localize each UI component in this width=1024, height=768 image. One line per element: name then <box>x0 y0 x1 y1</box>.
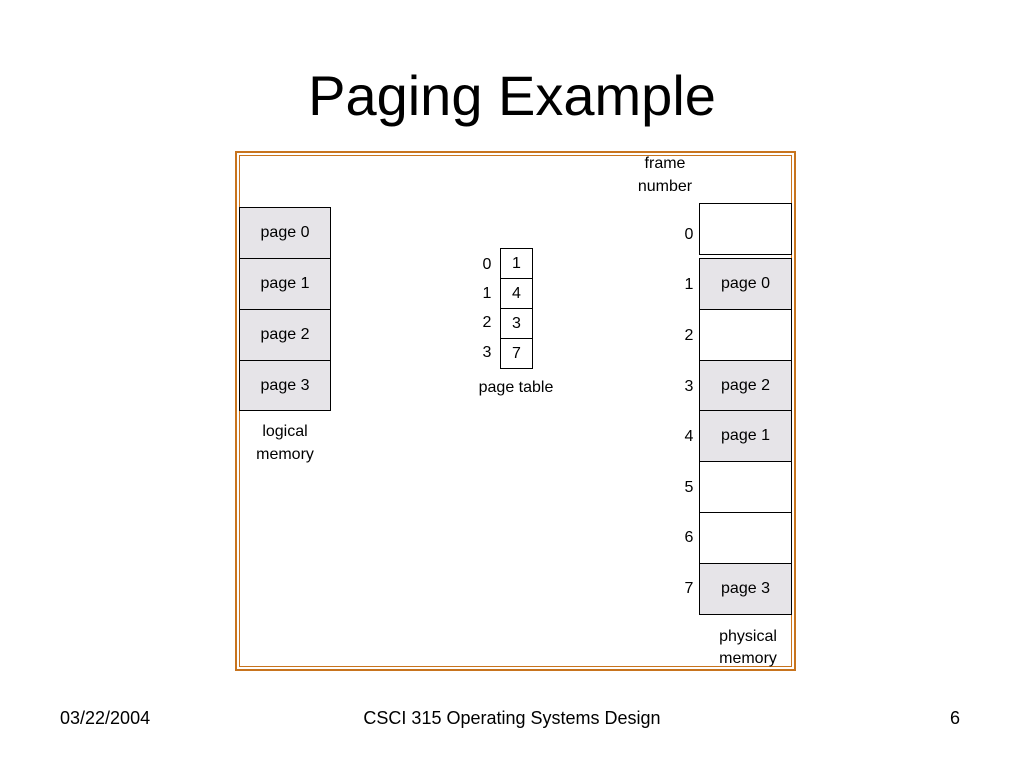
physical-frame-4: page 1 <box>699 410 792 462</box>
logical-page-3: page 3 <box>239 360 331 411</box>
frame-number-6: 6 <box>684 529 694 546</box>
physical-frame-2 <box>699 309 792 361</box>
logical-page-0: page 0 <box>239 207 331 259</box>
frame-number-5: 5 <box>684 479 694 496</box>
page-table-index-2: 2 <box>482 314 492 331</box>
frame-number-header-line2: number <box>637 178 693 195</box>
footer-page-number: 6 <box>949 708 960 728</box>
footer-date: 03/22/2004 <box>60 708 151 728</box>
page-table-index-1: 1 <box>482 285 492 302</box>
frame-number-header-line1: frame <box>644 155 686 172</box>
slide-title: Paging Example <box>308 64 716 127</box>
physical-frame-5 <box>699 461 792 513</box>
physical-frame-1: page 0 <box>699 258 792 310</box>
page-table-frame-3: 7 <box>500 338 533 369</box>
page-table-frame-2: 3 <box>500 308 533 339</box>
footer-course: CSCI 315 Operating Systems Design <box>363 708 661 728</box>
logical-memory-label-line1: logical <box>262 423 308 440</box>
page-table-index-0: 0 <box>482 256 492 273</box>
frame-number-2: 2 <box>684 327 694 344</box>
logical-page-2: page 2 <box>239 309 331 361</box>
logical-memory-label-line2: memory <box>256 446 314 463</box>
frame-number-0: 0 <box>684 226 694 243</box>
page-table-frame-0: 1 <box>500 248 533 279</box>
physical-memory-label-line2: memory <box>719 650 777 667</box>
physical-frame-3: page 2 <box>699 360 792 412</box>
physical-frame-6 <box>699 512 792 564</box>
frame-number-7: 7 <box>684 580 694 597</box>
physical-frame-0 <box>699 203 792 255</box>
page-table-frame-1: 4 <box>500 278 533 309</box>
frame-number-4: 4 <box>684 428 694 445</box>
logical-page-1: page 1 <box>239 258 331 310</box>
page-table-label: page table <box>478 379 554 396</box>
physical-memory-label-line1: physical <box>719 628 777 645</box>
frame-number-1: 1 <box>684 276 694 293</box>
physical-frame-7: page 3 <box>699 563 792 615</box>
frame-number-3: 3 <box>684 378 694 395</box>
page-table-index-3: 3 <box>482 344 492 361</box>
